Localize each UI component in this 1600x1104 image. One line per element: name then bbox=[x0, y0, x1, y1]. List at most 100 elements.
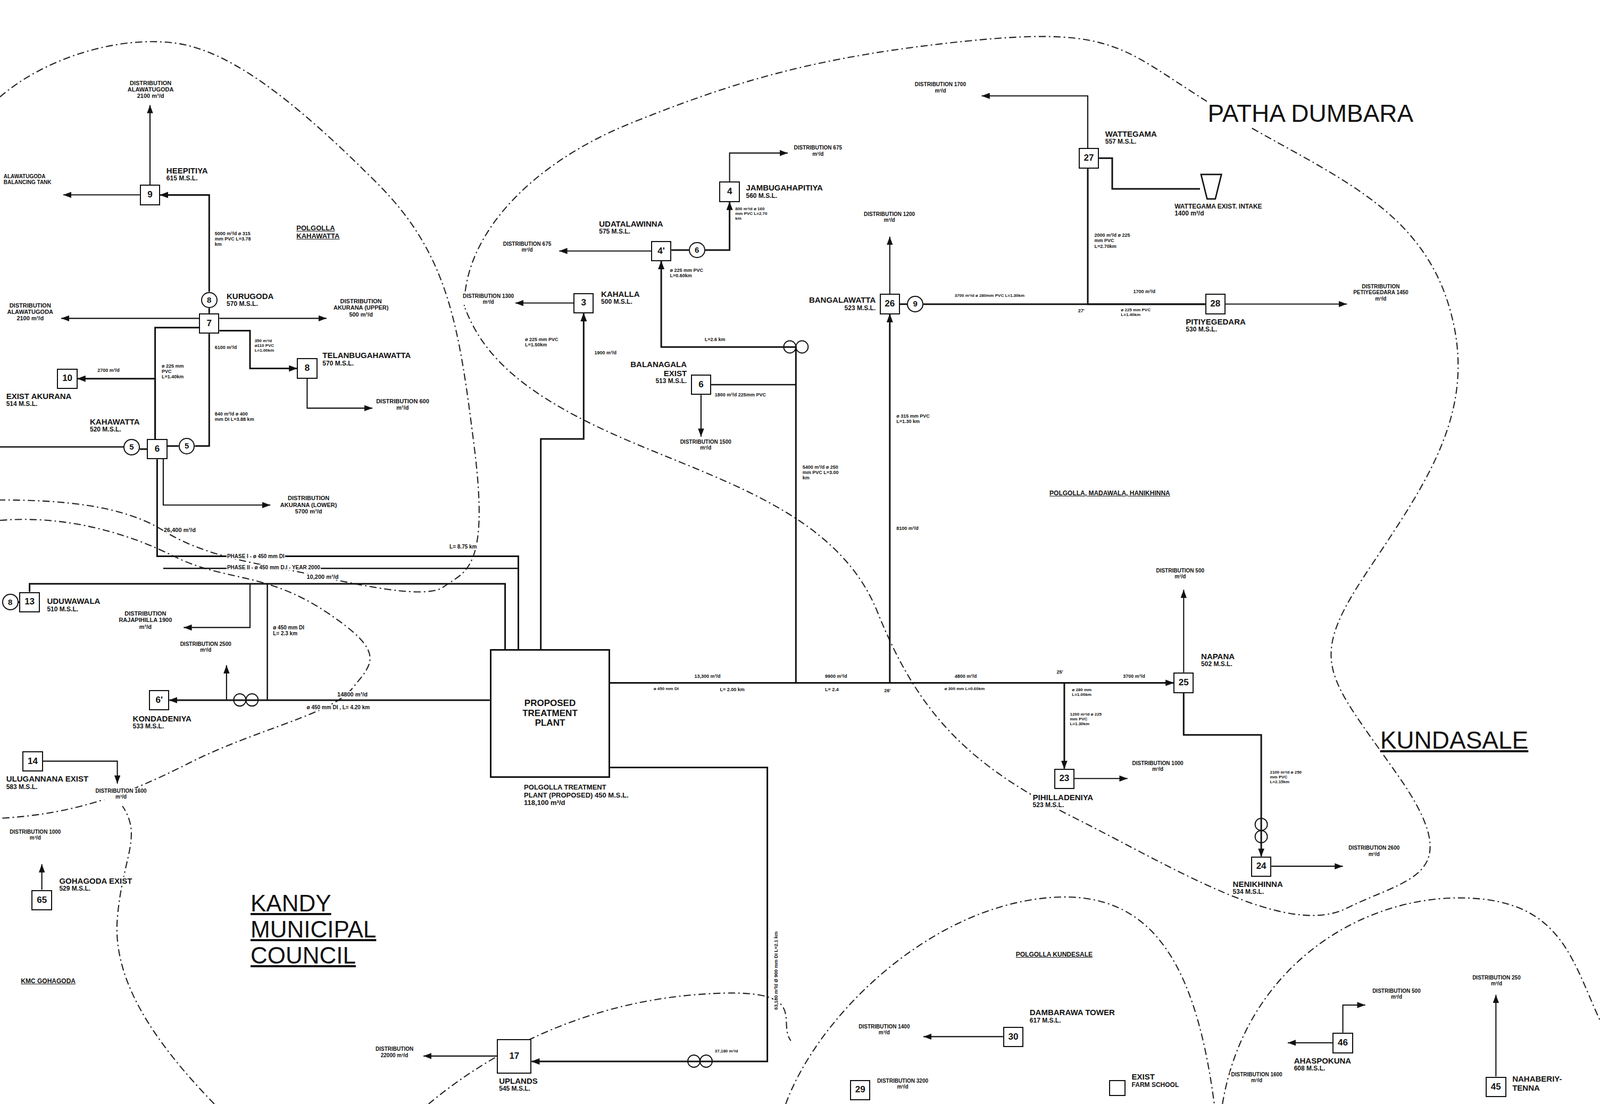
distribution-label: DISTRIBUTION ALAWATUGODA 2100 m³/d bbox=[3, 302, 58, 322]
pump-circle: 9 bbox=[906, 295, 924, 313]
station-elevation: 583 M.S.L. bbox=[5, 783, 39, 791]
pump-circle: 8 bbox=[201, 292, 218, 309]
station-name: GOHAGODA EXIST bbox=[57, 876, 133, 886]
pipe-connector bbox=[1098, 157, 1200, 189]
pipe-connector bbox=[1183, 693, 1262, 857]
pipe-spec-label: 840 m³/d ø 400 mm DI L=3.88 km bbox=[214, 411, 256, 422]
reservoir-box: 25NAPANA502 M.S.L. bbox=[1173, 672, 1194, 693]
distribution-label: DISTRIBUTION AKURANA (LOWER) 5700 m³/d bbox=[273, 494, 344, 515]
pipe-spec-label: ø 315 mm PVC L=1.30 km bbox=[895, 413, 940, 424]
station-name: JAMBUGAHAPITIYA bbox=[744, 183, 824, 193]
distribution-label: DISTRIBUTION 1400 m³/d bbox=[856, 1023, 912, 1036]
station-label: HEEPITIYA615 M.S.L. bbox=[165, 166, 210, 183]
station-label: PITIYEGEDARA530 M.S.L. bbox=[1184, 317, 1247, 334]
station-number: 14 bbox=[27, 756, 38, 767]
distribution-label: DISTRIBUTION AKURANA (UPPER) 500 m³/d bbox=[328, 297, 394, 318]
pipe-spec-label: 10,200 m³/d bbox=[306, 573, 340, 580]
station-elevation: 557 M.S.L. bbox=[1104, 138, 1138, 146]
station-label: WATTEGAMA EXIST. INTAKE1400 m³/d bbox=[1173, 203, 1263, 218]
station-elevation: 513 M.S.L. bbox=[654, 377, 688, 385]
station-label: BANGALAWATTA523 M.S.L. bbox=[807, 295, 877, 312]
station-name: AHASPOKUNA bbox=[1293, 1056, 1353, 1066]
station-elevation: 545 M.S.L. bbox=[497, 1085, 532, 1093]
station-number: 6 bbox=[698, 379, 704, 390]
station-name: UDATALAWINNA bbox=[597, 219, 664, 229]
pipe-spec-label: L= 8.75 km bbox=[448, 543, 478, 550]
pipe-connector bbox=[610, 261, 796, 683]
station-label: AHASPOKUNA608 M.S.L. bbox=[1293, 1056, 1353, 1073]
station-number: 23 bbox=[1059, 773, 1070, 784]
distribution-label: DISTRIBUTION 250 m³/d bbox=[1469, 974, 1524, 987]
pipe-connector bbox=[540, 313, 585, 649]
pipe-spec-label: PATHA DUMBARA bbox=[1206, 100, 1414, 128]
pipe-spec-label: 6100 m³/d bbox=[214, 344, 238, 350]
pipe-connector bbox=[610, 314, 890, 683]
distribution-label: DISTRIBUTION 600 m³/d bbox=[375, 397, 430, 412]
station-number: 5 bbox=[129, 442, 134, 452]
pipe-spec-label: 5400 m³/d ø 250 mm PVC L=3.00 km bbox=[802, 464, 844, 481]
station-elevation: 575 M.S.L. bbox=[597, 228, 632, 236]
station-label: KONDADENIYA533 M.S.L. bbox=[131, 714, 193, 731]
reservoir-box: 29 bbox=[850, 1079, 871, 1100]
distribution-label: DISTRIBUTION 1000 m³/d bbox=[7, 828, 63, 841]
pipe-connector bbox=[156, 459, 519, 649]
station-name: KAHALLA bbox=[600, 289, 641, 299]
station-name: WATTEGAMA EXIST. INTAKE bbox=[1173, 203, 1263, 211]
pipe-spec-label: 1800 m³/d 225mm PVC bbox=[714, 392, 767, 398]
distribution-label: DISTRIBUTION 2600 m³/d bbox=[1346, 844, 1402, 857]
reservoir-box: 8TELANBUGAHAWATTA570 M.S.L. bbox=[296, 357, 318, 379]
pipe-connector bbox=[139, 448, 147, 450]
station-label: DAMBARAWA TOWER617 M.S.L. bbox=[1028, 1007, 1116, 1024]
station-number: 45 bbox=[1490, 1081, 1502, 1093]
station-name: TELANBUGAHAWATTA bbox=[321, 351, 412, 361]
pipe-spec-label: ø 280 mm L=1.00km bbox=[1071, 687, 1105, 698]
distribution-label: DISTRIBUTION 1700 m³/d bbox=[913, 81, 968, 94]
reservoir-box: 24NENIKHINNA534 M.S.L. bbox=[1251, 856, 1272, 877]
station-number: 6 bbox=[694, 245, 699, 255]
station-number: 9 bbox=[913, 299, 918, 309]
pipe-spec-label: 350 m³/d ø110 PVC L=1.00km bbox=[254, 338, 281, 354]
station-elevation: 608 M.S.L. bbox=[1293, 1064, 1327, 1072]
distribution-label: DISTRIBUTION 1200 m³/d bbox=[862, 211, 917, 223]
station-number: 7 bbox=[206, 318, 212, 329]
station-name: UDUWAWALA bbox=[45, 596, 102, 606]
pipe-spec-label: 63,180 m³/d Ø 900 mm DI L=2.1 km bbox=[773, 930, 779, 1011]
distribution-label: DISTRIBUTION 1600 m³/d bbox=[93, 787, 148, 800]
station-elevation: 523 M.S.L. bbox=[843, 304, 878, 312]
pipe-spec-label: 8100 m³/d bbox=[895, 525, 920, 531]
station-label: JAMBUGAHAPITIYA560 M.S.L. bbox=[744, 183, 824, 200]
station-number: 8 bbox=[206, 295, 212, 305]
station-elevation: 523 M.S.L. bbox=[1031, 801, 1066, 809]
reservoir-box: 28PITIYEGEDARA530 M.S.L. bbox=[1205, 293, 1226, 314]
station-number: 28 bbox=[1210, 298, 1221, 310]
station-number: 5 bbox=[184, 441, 189, 451]
station-number: 9 bbox=[147, 189, 153, 200]
station-number: 4' bbox=[657, 246, 665, 257]
reservoir-box: 23PIHILLADENIYA523 M.S.L. bbox=[1054, 768, 1075, 789]
station-number: 4 bbox=[727, 186, 732, 197]
pipe-connector bbox=[29, 583, 506, 649]
pipe-spec-label: 26' bbox=[883, 687, 891, 694]
station-elevation: 570 M.S.L. bbox=[225, 300, 260, 308]
station-label: UDATALAWINNA575 M.S.L. bbox=[597, 219, 664, 236]
pipe-spec-label: 2000 m³/d ø 225 mm PVC L=2.70km bbox=[1093, 232, 1138, 249]
station-number: 17 bbox=[509, 1051, 520, 1062]
station-label: NENIKHINNA534 M.S.L. bbox=[1231, 879, 1285, 896]
reservoir-box: 6'KONDADENIYA533 M.S.L. bbox=[148, 689, 170, 711]
station-number: 25 bbox=[1178, 677, 1189, 688]
station-number: 10 bbox=[62, 373, 73, 384]
intake-shape bbox=[1201, 174, 1222, 199]
pipe-spec-label: ø 225 mm PVC L=1.40km bbox=[161, 363, 195, 380]
reservoir-box: 4'UDATALAWINNA575 M.S.L. bbox=[651, 240, 672, 262]
pipe-spec-label: 4800 m³/d bbox=[954, 673, 978, 679]
region-boundary bbox=[0, 36, 1600, 1104]
station-number: 6' bbox=[155, 695, 164, 706]
pipe-spec-label: L=2.6 km bbox=[704, 336, 727, 343]
station-elevation: 502 M.S.L. bbox=[1200, 660, 1234, 668]
station-name: PIHILLADENIYA bbox=[1031, 793, 1095, 803]
station-name: HEEPITIYA bbox=[165, 166, 210, 176]
station-label: PIHILLADENIYA523 M.S.L. bbox=[1031, 793, 1095, 810]
distribution-label: DISTRIBUTION 1000 m³/d bbox=[1130, 760, 1186, 772]
station-elevation: 570 M.S.L. bbox=[321, 360, 355, 368]
